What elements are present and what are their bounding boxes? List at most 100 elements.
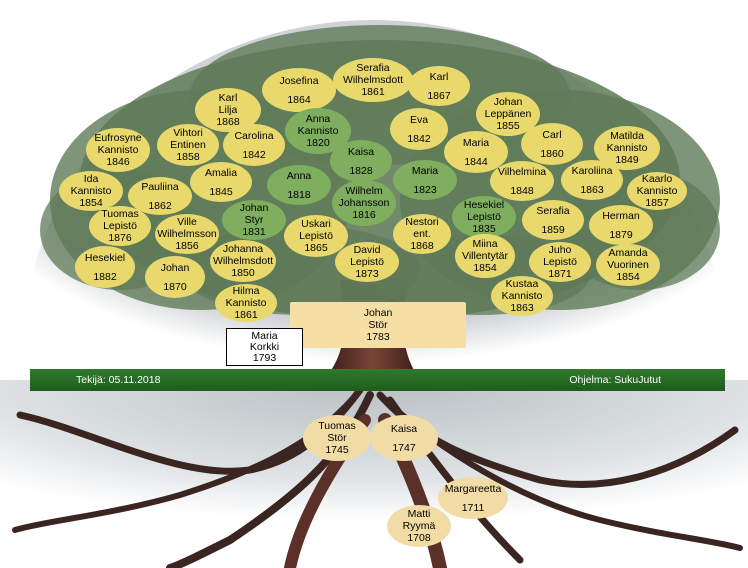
descendant-name-part: Leppänen	[484, 108, 532, 120]
descendant-name-part: Tuomas	[101, 208, 139, 220]
descendant-name-part: Vuorinen	[607, 259, 649, 271]
descendant-name-part: Kannisto	[636, 185, 678, 197]
descendant-name-part: Styr	[244, 214, 264, 226]
descendant-name-part: Pauliina	[141, 180, 179, 193]
descendant-year: 1868	[216, 116, 240, 128]
descendant-year: 1882	[93, 270, 117, 283]
descendant-year: 1876	[108, 232, 132, 244]
soil	[0, 380, 748, 568]
descendant-year: 1861	[361, 86, 385, 98]
descendant-year: 1865	[304, 242, 328, 254]
descendant-name-part: Maria	[411, 164, 439, 177]
ancestor-name-part: Tuomas	[318, 420, 356, 432]
descendant-name-part: Lepistö	[467, 211, 501, 223]
descendant-name-part: Karoliina	[571, 164, 613, 177]
descendant-name-part: Nestori	[405, 216, 439, 228]
descendant-year: 1873	[355, 268, 379, 280]
descendant-year: 1868	[410, 240, 434, 252]
descendant-year: 1831	[242, 226, 266, 238]
descendant-name-part: Ida	[83, 173, 99, 185]
descendant-name-part: Johan	[160, 261, 190, 274]
descendant-name-part: Entinen	[170, 139, 206, 151]
focus-person-box[interactable]: Johan Stör 1783	[290, 302, 466, 348]
descendant-year: 1845	[209, 185, 233, 198]
descendant-name-part: Wilhelm	[345, 185, 383, 197]
descendant-name-part: Hesekiel	[84, 251, 126, 264]
descendant-year: 1849	[615, 154, 639, 166]
descendant-name-part: Vihtori	[173, 127, 203, 139]
descendant-node[interactable]: Vilhelmina 1848	[490, 161, 554, 201]
descendant-name-part: Uskari	[301, 218, 331, 230]
descendant-year: 1863	[510, 302, 534, 314]
spouse-year: 1793	[252, 351, 277, 364]
descendant-year: 1835	[472, 223, 496, 235]
descendant-year: 1848	[510, 184, 534, 197]
descendant-year: 1857	[645, 197, 669, 209]
descendant-year: 1854	[616, 271, 640, 283]
ancestor-name-part: Matti	[407, 508, 431, 520]
descendant-year: 1861	[234, 309, 258, 321]
descendant-year: 1856	[175, 240, 199, 252]
descendant-name-part: Vilhelmina	[497, 165, 547, 178]
program-label: Ohjelma: SukuJutut	[569, 374, 661, 386]
descendant-name-part: ent.	[413, 228, 431, 240]
descendant-year: 1862	[148, 199, 172, 212]
descendant-year: 1820	[306, 137, 330, 149]
descendant-name-part: Lepistö	[103, 220, 137, 232]
descendant-name-part: Anna	[286, 169, 312, 182]
descendant-name-part: Wilhelmsdott	[212, 255, 274, 267]
descendant-node[interactable]: Hesekiel 1882	[75, 246, 135, 288]
descendant-name-part: Johanna	[222, 243, 264, 255]
spouse-box[interactable]: Maria Korkki 1793	[226, 328, 303, 366]
descendant-name-part: Hilma	[232, 285, 260, 297]
descendant-year: 1844	[464, 155, 488, 168]
descendant-name-part: Kannisto	[297, 125, 339, 137]
descendant-name-part: Amalia	[204, 166, 238, 179]
descendant-year: 1871	[548, 268, 572, 280]
descendant-name-part: Wilhelmsdott	[342, 74, 404, 86]
descendant-node[interactable]: Amalia 1845	[190, 162, 252, 202]
descendant-name-part: Eufrosyne	[94, 132, 142, 144]
descendant-name-part: Johan	[239, 202, 269, 214]
descendant-name-part: Kannisto	[225, 297, 267, 309]
descendant-year: 1855	[496, 120, 520, 132]
descendant-node[interactable]: Pauliina 1862	[128, 177, 192, 215]
